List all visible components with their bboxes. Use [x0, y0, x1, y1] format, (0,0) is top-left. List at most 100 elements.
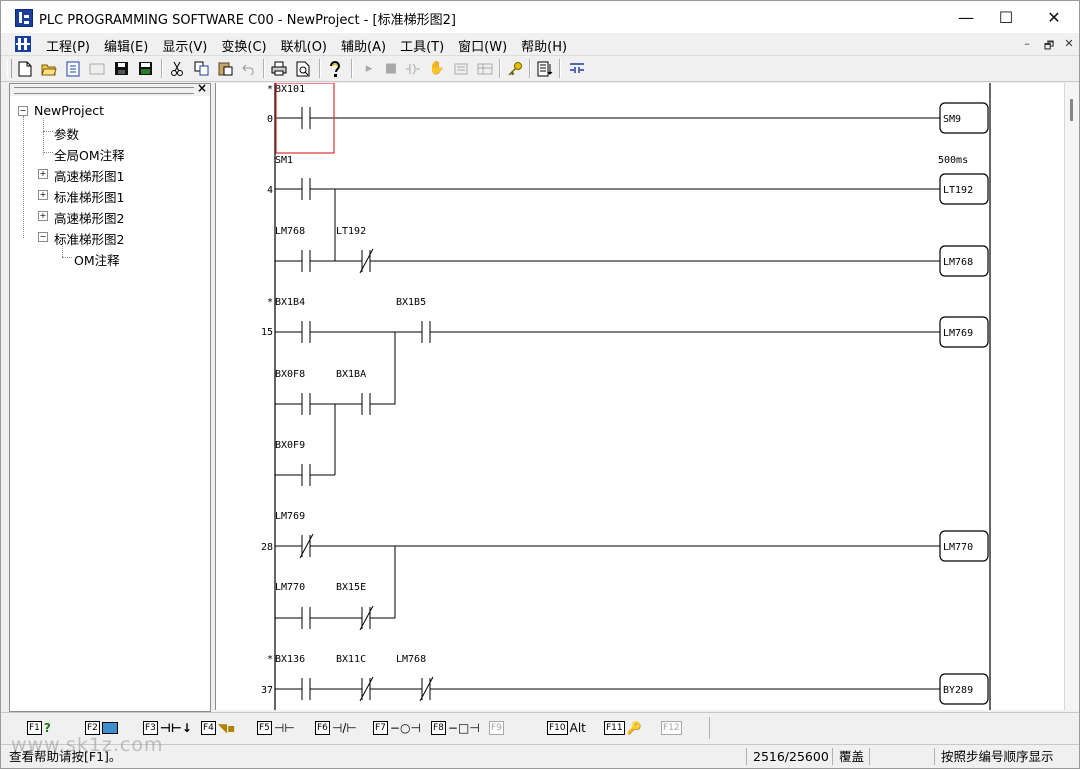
- key-icon: 🔑: [626, 721, 642, 735]
- menu-edit[interactable]: 编辑(E): [103, 40, 149, 55]
- paste-icon[interactable]: [215, 59, 235, 78]
- rung-comment-marker: *: [267, 84, 273, 95]
- tree-item-om-comment[interactable]: OM注释: [74, 253, 120, 268]
- tree-item-high-speed-ladder-1[interactable]: 高速梯形图1: [54, 169, 125, 184]
- list-icon[interactable]: [535, 59, 555, 78]
- import-icon: [87, 59, 107, 78]
- status-help-text: 查看帮助请按[F1]。: [9, 749, 122, 764]
- output-coil[interactable]: [939, 245, 989, 277]
- ladder-diagram[interactable]: * BX101 0 SM9 SM1 500ms 4 LT192 LM768 LT…: [216, 83, 1065, 710]
- window-title: PLC PROGRAMMING SOFTWARE C00 - NewProjec…: [39, 13, 456, 28]
- expand-icon[interactable]: +: [38, 211, 48, 221]
- collapse-icon[interactable]: −: [38, 232, 48, 242]
- mdi-minimize-button[interactable]: –: [1024, 37, 1030, 50]
- f4-button[interactable]: F4◥▪: [201, 721, 236, 735]
- tree-panel-header: ×: [10, 81, 210, 96]
- menu-bar: 工程(P) 编辑(E) 显示(V) 变换(C) 联机(O) 辅助(A) 工具(T…: [1, 33, 1079, 56]
- new-icon[interactable]: [15, 59, 35, 78]
- menu-assist[interactable]: 辅助(A): [341, 40, 387, 55]
- watermark-text: www.sk1z.com: [11, 734, 164, 756]
- rung-37[interactable]: * BX136 BX11C LM768 37 BY289: [261, 654, 989, 705]
- help-icon[interactable]: [325, 59, 345, 78]
- nc-contact[interactable]: [275, 546, 396, 631]
- menu-online[interactable]: 联机(O): [280, 40, 328, 55]
- vertical-scrollbar[interactable]: [1064, 83, 1079, 710]
- project-icon[interactable]: [63, 59, 83, 78]
- print-icon[interactable]: [269, 59, 289, 78]
- key-icon[interactable]: [505, 59, 525, 78]
- tree-item-standard-ladder-1[interactable]: 标准梯形图1: [54, 190, 125, 205]
- output-coil[interactable]: [939, 673, 989, 705]
- contact-label: BX11C: [336, 654, 366, 665]
- menu-help[interactable]: 帮助(H): [521, 40, 568, 55]
- f9-button: F9: [489, 721, 504, 735]
- close-button[interactable]: ✕: [1047, 7, 1061, 27]
- no-contact[interactable]: [275, 332, 396, 415]
- nc-contact[interactable]: [275, 533, 940, 559]
- ladder-editor[interactable]: * BX101 0 SM9 SM1 500ms 4 LT192 LM768 LT…: [215, 83, 1065, 710]
- close-icon[interactable]: ×: [196, 81, 207, 95]
- rung-0[interactable]: * BX101 0 SM9: [267, 83, 989, 154]
- menu-convert[interactable]: 变换(C): [221, 40, 267, 55]
- print-preview-icon[interactable]: [293, 59, 313, 78]
- output-coil[interactable]: [939, 102, 989, 134]
- coil-label: LM769: [943, 328, 973, 339]
- stop-icon: ■: [384, 61, 398, 76]
- convert-icon: ◥▪: [217, 721, 236, 735]
- rung-28[interactable]: LM769 28 LM770 LM770 BX15E: [261, 511, 989, 631]
- menu-project[interactable]: 工程(P): [46, 40, 90, 55]
- minimize-button[interactable]: —: [958, 7, 974, 27]
- scrollbar-thumb[interactable]: [1070, 99, 1073, 121]
- f1-button[interactable]: F1?: [27, 721, 51, 735]
- output-coil[interactable]: [939, 530, 989, 562]
- contact-label: BX1BA: [336, 369, 366, 380]
- expand-icon[interactable]: +: [38, 169, 48, 179]
- f5-button[interactable]: F5⊣⊢: [257, 721, 295, 735]
- nc-contact[interactable]: [275, 248, 940, 274]
- ladder-icon[interactable]: [567, 59, 587, 78]
- table-icon: [475, 59, 495, 78]
- f3-button[interactable]: F3⊣⊢↓: [143, 721, 192, 735]
- menu-window[interactable]: 窗口(W): [458, 40, 508, 55]
- f8-button[interactable]: F8−□⊣: [431, 721, 480, 735]
- expand-icon[interactable]: +: [38, 190, 48, 200]
- mdi-restore-button[interactable]: 🗗: [1043, 39, 1055, 52]
- rung-4[interactable]: SM1 500ms 4 LT192 LM768 LT192 LM768: [267, 155, 989, 277]
- tree-item-high-speed-ladder-2[interactable]: 高速梯形图2: [54, 211, 125, 226]
- menu-tools[interactable]: 工具(T): [400, 40, 445, 55]
- no-contact[interactable]: [275, 178, 940, 200]
- collapse-icon[interactable]: −: [18, 106, 28, 116]
- save-icon[interactable]: [111, 59, 131, 78]
- coil-label: BY289: [943, 685, 973, 696]
- f7-button[interactable]: F7−○⊣: [373, 721, 421, 735]
- run-mode-icon: ⊣⊢↓: [159, 721, 192, 735]
- nc-contact[interactable]: [275, 676, 940, 702]
- title-bar[interactable]: PLC PROGRAMMING SOFTWARE C00 - NewProjec…: [1, 1, 1079, 33]
- f2-button[interactable]: F2: [85, 718, 118, 738]
- rung-15[interactable]: * BX1B4 BX1B5 15 LM769 BX0F8 BX1BA BX0F9: [261, 297, 989, 486]
- app-icon[interactable]: [15, 9, 33, 27]
- output-coil[interactable]: [939, 316, 989, 348]
- document-icon[interactable]: [15, 36, 31, 52]
- open-icon[interactable]: [39, 59, 59, 78]
- toolbar-grip[interactable]: [7, 59, 12, 78]
- tree-root-project[interactable]: NewProject: [34, 103, 105, 118]
- mdi-close-button[interactable]: ✕: [1064, 37, 1074, 50]
- cut-icon[interactable]: [167, 59, 187, 78]
- menu-view[interactable]: 显示(V): [162, 40, 208, 55]
- f6-button[interactable]: F6⊣/⊢: [315, 721, 357, 735]
- save-all-icon[interactable]: [135, 59, 155, 78]
- tree-item-global-om-comment[interactable]: 全局OM注释: [54, 148, 125, 163]
- f11-button[interactable]: F11🔑: [604, 721, 642, 735]
- copy-icon[interactable]: [191, 59, 211, 78]
- tree-item-standard-ladder-2[interactable]: 标准梯形图2: [54, 232, 125, 247]
- maximize-button[interactable]: ☐: [998, 7, 1014, 27]
- timer-coil[interactable]: [939, 173, 989, 205]
- undo-icon: [239, 59, 259, 78]
- no-contact[interactable]: [275, 464, 335, 486]
- no-contact[interactable]: [275, 107, 940, 129]
- no-contact[interactable]: [275, 321, 940, 343]
- tree-item-parameters[interactable]: 参数: [54, 127, 80, 142]
